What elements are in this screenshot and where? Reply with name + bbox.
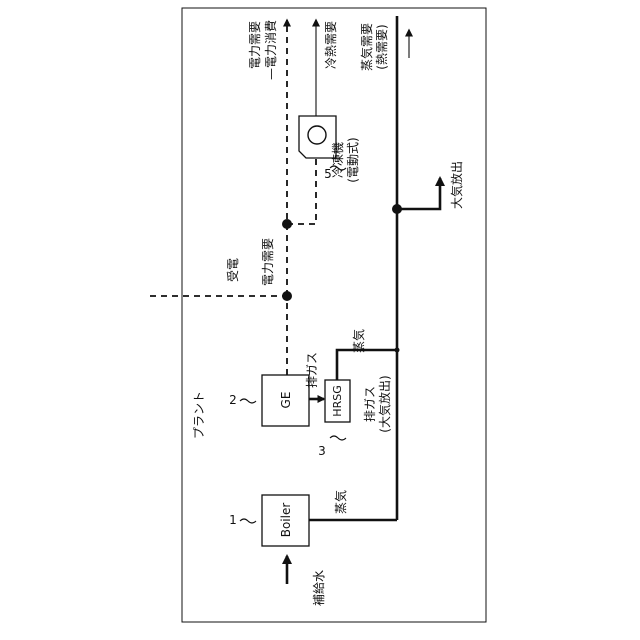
boiler-ref-number: 1 [229, 513, 237, 527]
ge-ref-leader [240, 399, 256, 403]
atmospheric-release-label: 大気放出 [449, 161, 464, 209]
hrsg-ref-leader [330, 436, 346, 440]
steam-demand-label-2: (熱需要) [375, 24, 389, 69]
atmospheric-release-line [397, 178, 440, 209]
hrsg-steam-label: 蒸気 [351, 329, 366, 353]
plant-label: プラント [192, 391, 206, 439]
steam-demand-label-1: 蒸気需要 [359, 23, 374, 71]
plant-boundary [182, 8, 486, 622]
steam-junction-dot-1 [395, 348, 400, 353]
cooling-demand-label: 冷熱需要 [324, 21, 338, 69]
ge-label: GE [279, 392, 293, 409]
chiller-power-line [287, 158, 316, 224]
hrsg-label: HRSG [331, 385, 344, 416]
exhaust-gas-label: 排ガス [305, 352, 319, 388]
boiler-label: Boiler [279, 503, 293, 538]
elec-demand-top-label: 電力需要 [248, 21, 262, 69]
hrsg-ref-number: 3 [318, 444, 326, 458]
chiller-label-1: 冷凍機 [330, 142, 345, 178]
ge-ref-number: 2 [229, 393, 237, 407]
elec-consumption-top-label: —電力消費 [263, 20, 278, 80]
feed-water-label: 補給水 [312, 570, 326, 606]
boiler-steam-label: 蒸気 [333, 490, 348, 514]
chiller-label-2: (電動式) [346, 137, 360, 182]
exhaust-release-label-1: 排ガス [363, 386, 377, 422]
power-receive-label: 受電 [226, 258, 240, 282]
power-demand-label: 電力需要 [261, 238, 275, 286]
boiler-ref-leader [240, 519, 256, 523]
exhaust-release-label-2: (大気放出) [377, 375, 392, 432]
